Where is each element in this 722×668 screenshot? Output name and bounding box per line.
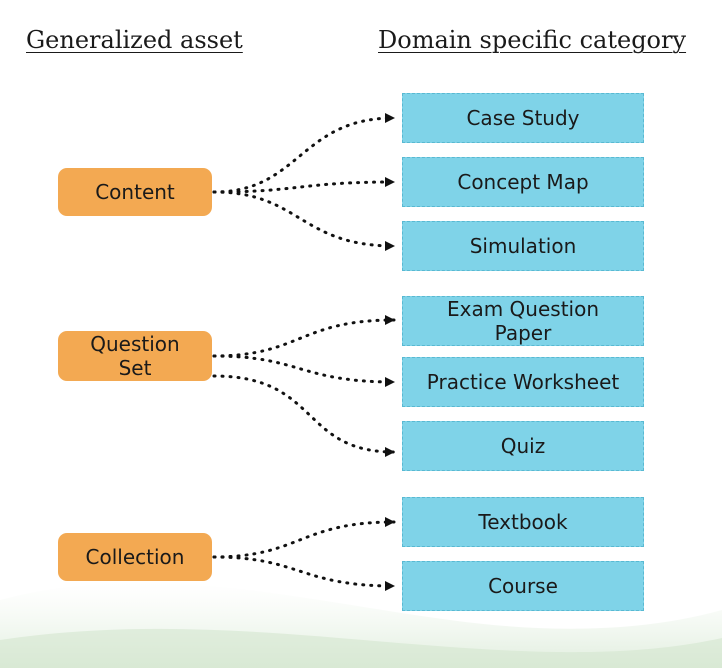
category-case-study: Case Study [402,93,644,143]
arrow-content-concept-map [212,177,396,194]
arrow-question-set-exam-paper [212,315,396,358]
arrow-collection-course [212,555,396,591]
category-exam-question-paper: Exam Question Paper [402,296,644,346]
asset-question-set: Question Set [58,331,212,381]
category-quiz: Quiz [402,421,644,471]
arrow-content-simulation [212,190,396,251]
asset-collection: Collection [58,533,212,581]
category-simulation: Simulation [402,221,644,271]
category-course: Course [402,561,644,611]
domain-specific-category-heading: Domain specific category [378,26,687,54]
category-textbook: Textbook [402,497,644,547]
arrow-question-set-quiz [212,374,396,457]
arrow-content-case-study [212,113,396,194]
arrow-collection-textbook [212,517,396,559]
arrow-question-set-practice-worksheet [212,354,396,387]
asset-content: Content [58,168,212,216]
category-practice-worksheet: Practice Worksheet [402,357,644,407]
generalized-asset-heading: Generalized asset [26,26,243,54]
category-concept-map: Concept Map [402,157,644,207]
